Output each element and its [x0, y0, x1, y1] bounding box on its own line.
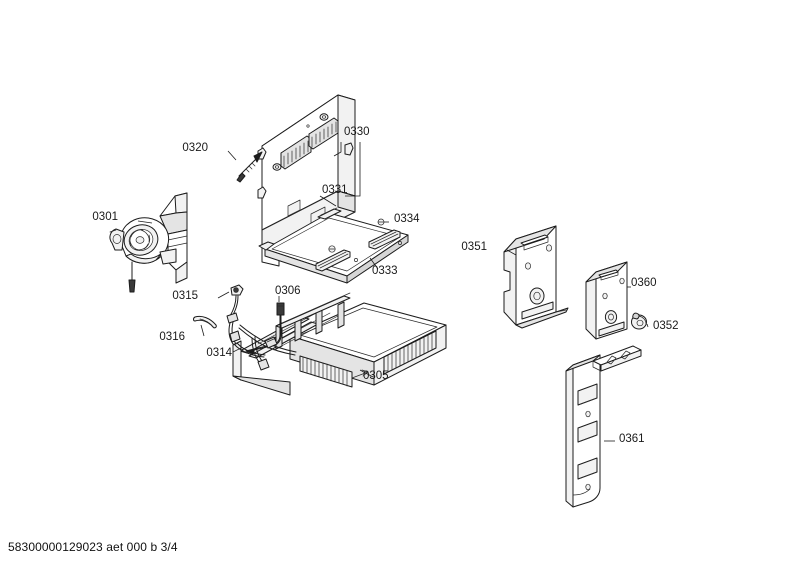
- part-0360-right-mounting-bracket: [585, 261, 628, 340]
- part-0351-left-mounting-bracket: [503, 225, 569, 329]
- label-0315: 0315: [172, 290, 198, 302]
- label-0351: 0351: [461, 241, 487, 253]
- label-0330: 0330: [344, 126, 370, 138]
- module-vent-front: [299, 355, 353, 388]
- part-0352-knob-fastener: [631, 312, 647, 330]
- part-0305-heating-module-box: [232, 292, 447, 396]
- label-0334: 0334: [394, 213, 420, 225]
- fan-blades: [129, 229, 151, 251]
- tray-slot-front: [315, 249, 351, 272]
- part-0361-vertical-slide-rail: [565, 345, 642, 508]
- part-0315-sensor-lead: [226, 284, 266, 358]
- label-0333: 0333: [372, 265, 398, 277]
- label-0352: 0352: [653, 320, 679, 332]
- label-0316: 0316: [159, 331, 185, 343]
- vent-grille-right: [308, 117, 339, 150]
- part-0334-tray-screw: [377, 218, 385, 226]
- document-footer-code: 58300000129023 aet 000 b 3/4: [8, 540, 178, 554]
- part-0316-retaining-clip: [193, 315, 217, 329]
- vent-grille-left: [280, 135, 312, 170]
- label-0331: 0331: [322, 184, 348, 196]
- part-0333-base-tray-plate: [258, 207, 409, 284]
- part-0301-blower-fan-assembly: [109, 192, 188, 293]
- label-0305: 0305: [363, 370, 389, 382]
- part-0314-wiring-harness: [238, 324, 297, 371]
- module-vent-right: [383, 330, 437, 375]
- label-0314: 0314: [206, 347, 232, 359]
- part-0320-fixing-screw: [236, 151, 263, 183]
- label-0360: 0360: [631, 277, 657, 289]
- label-0320: 0320: [182, 142, 208, 154]
- label-0301: 0301: [92, 211, 118, 223]
- label-0361: 0361: [619, 433, 645, 445]
- leader-lines: [137, 142, 649, 442]
- part-number-labels: 0301 0305 0306 0314 0315 0316 0320 0330 …: [92, 126, 678, 445]
- label-0306: 0306: [275, 285, 301, 297]
- tray-slot-right: [368, 229, 401, 250]
